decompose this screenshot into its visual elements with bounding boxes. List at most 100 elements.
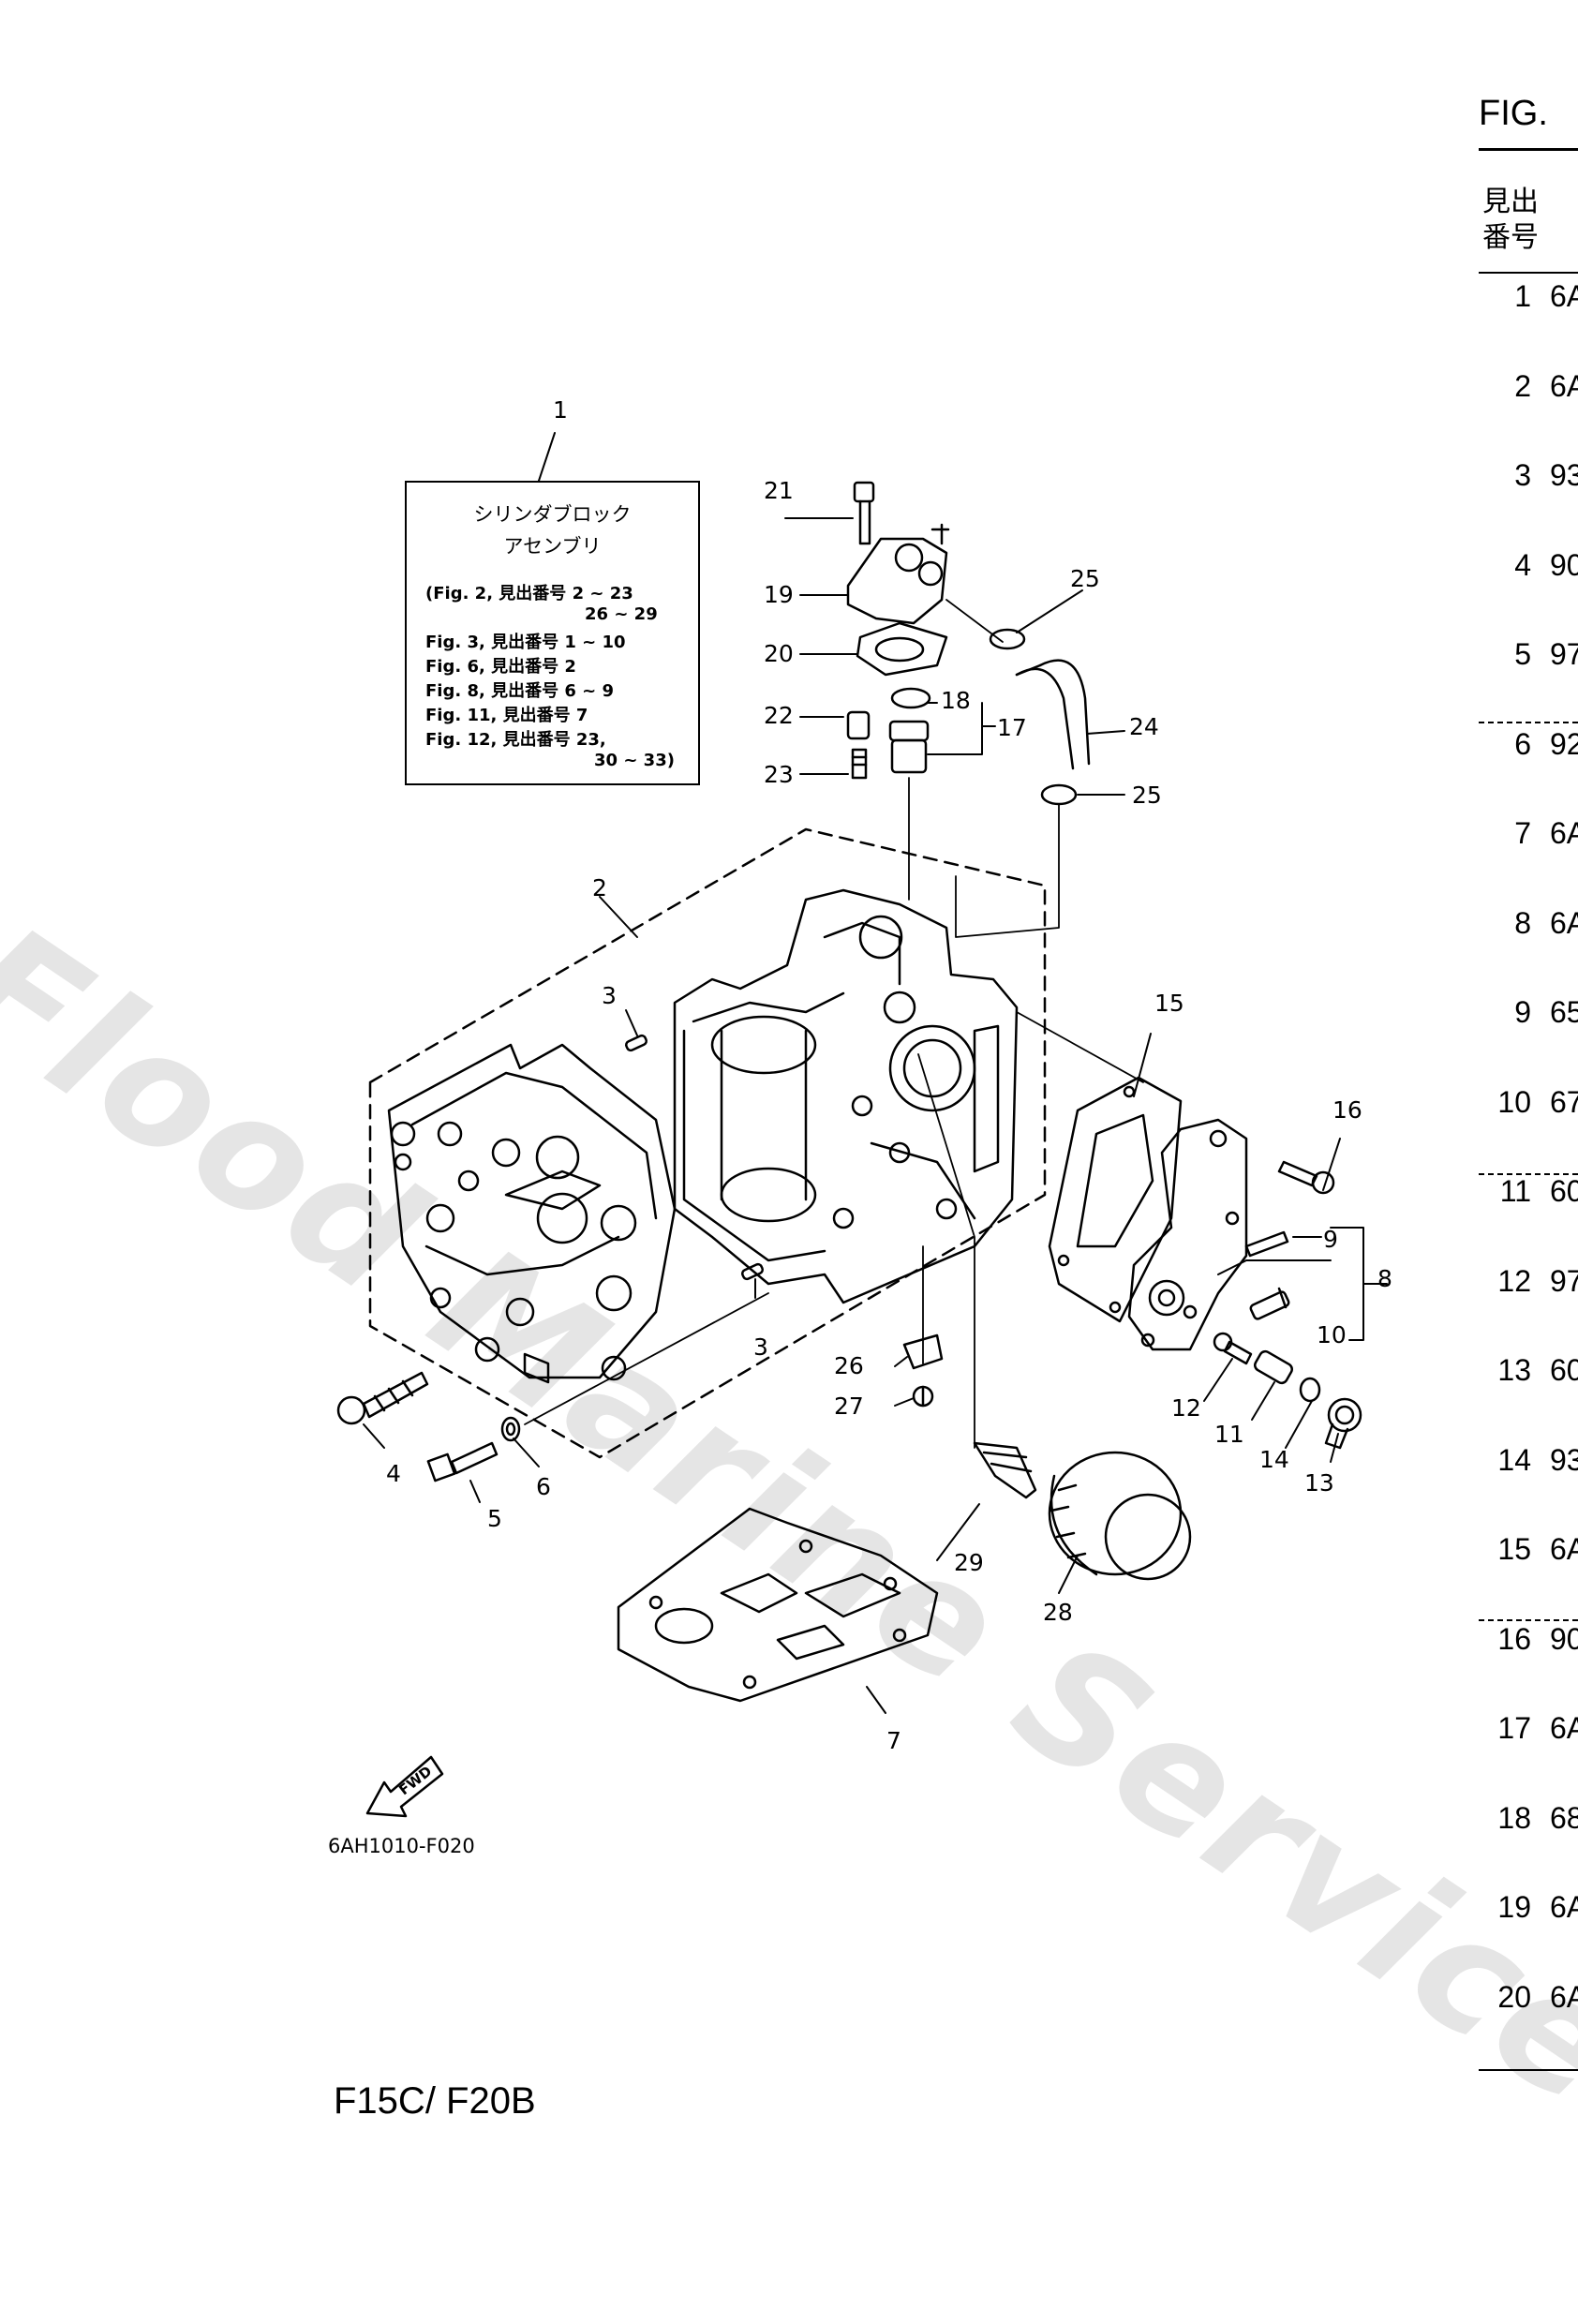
callout-label: 4 [386,1460,401,1487]
ref-number: 10 [1497,1085,1531,1119]
callout-label: 1 [553,396,568,424]
part-number: 6A [1550,369,1578,403]
gasket-7-part [617,1507,939,1703]
ref-number: 3 [1514,458,1531,492]
callout-ref-line: Fig. 8, 見出番号 6 ~ 9 [425,681,615,701]
callout-label: 6 [536,1473,551,1500]
part-number: 6A [1550,1980,1578,2014]
callout-label: 13 [1304,1469,1334,1497]
thermostat-cover-19-part [846,523,950,625]
ref-number: 18 [1497,1801,1531,1835]
bolt-9-part [1244,1230,1289,1258]
callout-label: 2 [592,874,607,901]
ref-no-header-line1: 見出 [1482,186,1539,218]
ref-number: 13 [1497,1353,1531,1387]
callout-label: 3 [753,1333,768,1361]
callout-label: 11 [1214,1421,1244,1448]
callout-box: シリンダブロック アセンブリ (Fig. 2, 見出番号 2 ~ 23 26 ~… [405,481,700,785]
part-number: 60 [1550,1174,1578,1208]
callout-label: 24 [1129,713,1159,740]
bracket-26-part [902,1333,944,1370]
table-rule [1479,2069,1578,2071]
drawing-code: 6AH1010-F020 [328,1835,475,1857]
part-number: 90 [1550,548,1578,582]
callout-label: 16 [1332,1096,1362,1124]
table-divider [1479,1173,1578,1175]
callout-ref-line: (Fig. 2, 見出番号 2 ~ 23 [425,584,633,603]
callout-label: 14 [1259,1446,1289,1473]
ref-number: 6 [1514,727,1531,761]
callout-label: 8 [1377,1265,1392,1292]
bolt-16-part [1277,1160,1335,1195]
callout-label: 12 [1171,1394,1201,1422]
cylinder-block-part [673,888,1019,1304]
part-number: 6A [1550,1890,1578,1924]
screw-27-part [912,1385,934,1408]
gasket-15-part [1048,1076,1183,1323]
callout-label: 28 [1043,1599,1073,1626]
callout-label: 25 [1070,565,1100,592]
callout-label: 27 [834,1393,864,1420]
part-number: 67 [1550,1085,1578,1119]
callout-label: 7 [886,1727,901,1754]
hose-24-part [1015,659,1091,770]
callout-label: 23 [764,761,794,788]
callout-label: 19 [764,581,794,608]
part-number: 60 [1550,1353,1578,1387]
part-number: 6A [1550,1711,1578,1745]
ref-no-header-line2: 番号 [1482,221,1539,254]
callout-ref-line: 26 ~ 29 [585,604,658,624]
callout-label: 25 [1132,782,1162,809]
callout-label: 26 [834,1352,864,1379]
bolt-23-part [851,748,868,780]
part-number: 97 [1550,1264,1578,1298]
callout-label: 21 [764,477,794,504]
fitting-10-part [1249,1287,1290,1320]
ring-18-part [890,687,931,709]
ref-number: 8 [1514,906,1531,940]
fwd-arrow-icon [365,1755,444,1818]
callout-ref-line: 30 ~ 33) [594,751,675,770]
part-number: 6A [1550,279,1578,313]
part-number: 90 [1550,1622,1578,1656]
callout-label: 9 [1323,1226,1338,1253]
part-number: 68 [1550,1801,1578,1835]
ref-number: 15 [1497,1532,1531,1566]
ref-number: 17 [1497,1711,1531,1745]
callout-title-line2: アセンブリ [503,535,602,558]
callout-label: 15 [1154,990,1184,1017]
ref-number: 1 [1514,279,1531,313]
part-number: 97 [1550,637,1578,671]
ref-number: 5 [1514,637,1531,671]
part-number: 6A [1550,816,1578,850]
callout-title-line1: シリンダブロック [473,503,632,526]
cover-8-part [1127,1118,1248,1351]
callout-label: 29 [954,1549,984,1576]
ref-number: 7 [1514,816,1531,850]
cap-11-part [1253,1349,1294,1385]
table-divider [1479,1619,1578,1621]
assembly-boundary [368,827,1047,1459]
ref-number: 16 [1497,1622,1531,1656]
bolt-4-part [336,1371,429,1425]
part-number: 93 [1550,1443,1578,1477]
table-divider [1479,722,1578,723]
model-label: F15C/ F20B [334,2080,536,2122]
ref-number: 2 [1514,369,1531,403]
union-29-part [973,1441,1037,1499]
callout-label: 3 [602,982,617,1009]
callout-label: 22 [764,702,794,729]
ref-number: 4 [1514,548,1531,582]
part-number: 92 [1550,727,1578,761]
callout-label: 20 [764,640,794,667]
crankcase-part [387,1043,677,1384]
ref-number: 9 [1514,995,1531,1029]
callout-ref-line: Fig. 11, 見出番号 7 [425,706,588,725]
bolt-5-part [426,1441,499,1482]
ref-number: 12 [1497,1264,1531,1298]
ref-number: 19 [1497,1890,1531,1924]
callout-label: 17 [997,714,1027,741]
callout-ref-line: Fig. 6, 見出番号 2 [425,657,576,677]
part-number: 65 [1550,995,1578,1029]
ref-number: 14 [1497,1443,1531,1477]
